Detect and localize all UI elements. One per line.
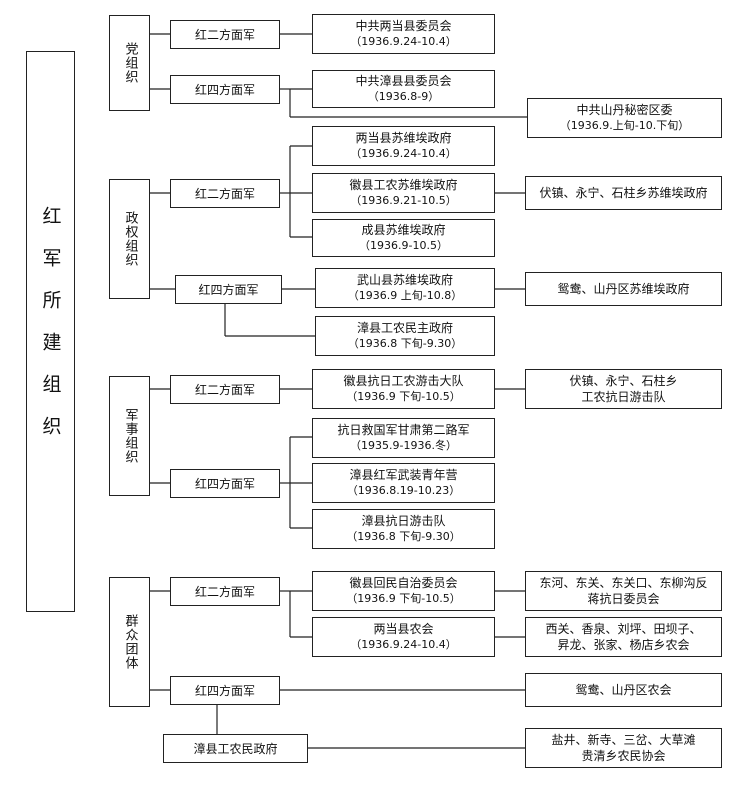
army-label: 红四方面军 [194, 82, 255, 97]
org-chengxian-soviet-government: 成县苏维埃政府 （1936.9-10.5） [312, 219, 495, 257]
org-township-guerrillas: 伏镇、永宁、石柱乡 工农抗日游击队 [525, 369, 722, 409]
army-label: 红二方面军 [194, 186, 255, 201]
army-box-government-second: 红二方面军 [170, 179, 280, 208]
org-anti-chiang-committees: 东河、东关、东关口、东柳沟反 蒋抗日委员会 [525, 571, 722, 611]
org-gansu-second-route-army: 抗日救国军甘肃第二路军 （1935.9-1936.冬） [312, 418, 495, 458]
org-huixian-soviet-government: 徽县工农苏维埃政府 （1936.9.21-10.5） [312, 173, 495, 213]
org-huixian-hui-committee: 徽县回民自治委员会 （1936.9 下旬-10.5） [312, 571, 495, 611]
root-box: 红军所建组织 [26, 51, 75, 612]
org-shandan-district-committee: 中共山丹秘密区委 （1936.9.上旬-10.下旬） [527, 98, 722, 138]
army-label: 红二方面军 [194, 27, 255, 42]
army-box-mass-second: 红二方面军 [170, 577, 280, 606]
army-box-government-fourth: 红四方面军 [175, 275, 282, 304]
army-box-military-fourth: 红四方面军 [170, 469, 280, 498]
org-wushan-soviet-government: 武山县苏维埃政府 （1936.9 上旬-10.8） [315, 268, 495, 308]
category-military: 军事组织 [109, 376, 150, 496]
army-label: 红二方面军 [194, 382, 255, 397]
army-box-military-second: 红二方面军 [170, 375, 280, 404]
category-party-label: 党组织 [122, 42, 138, 84]
root-title: 红军所建组织 [39, 205, 62, 458]
org-lidang-soviet-government: 两当县苏维埃政府 （1936.9.24-10.4） [312, 126, 495, 166]
org-zhangxian-peasants-government: 漳县工农民政府 [163, 734, 308, 763]
army-label: 红四方面军 [194, 683, 255, 698]
category-mass: 群众团体 [109, 577, 150, 707]
org-lidang-farmers-association: 两当县农会 （1936.9.24-10.4） [312, 617, 495, 657]
org-zhangxian-youth-battalion: 漳县红军武装青年营 （1936.8.19-10.23） [312, 463, 495, 503]
army-box-party-fourth: 红四方面军 [170, 75, 280, 104]
org-yuanyang-shandan-soviets: 鸳鸯、山丹区苏维埃政府 [525, 272, 722, 306]
org-huixian-guerrilla-brigade: 徽县抗日工农游击大队 （1936.9 下旬-10.5） [312, 369, 495, 409]
org-yanjing-peasants-association: 盐井、新寺、三岔、大草滩 贵清乡农民协会 [525, 728, 722, 768]
army-label: 红四方面军 [194, 476, 255, 491]
army-box-party-second: 红二方面军 [170, 20, 280, 49]
army-label: 红二方面军 [194, 584, 255, 599]
org-zhangxian-democratic-government: 漳县工农民主政府 （1936.8 下旬-9.30） [315, 316, 495, 356]
category-mass-label: 群众团体 [122, 614, 138, 670]
org-zhangxian-party-committee: 中共漳县县委员会 （1936.8-9） [312, 70, 495, 108]
army-label: 红四方面军 [198, 282, 259, 297]
category-government: 政权组织 [109, 179, 150, 299]
army-box-mass-fourth: 红四方面军 [170, 676, 280, 705]
org-huixian-township-soviets: 伏镇、永宁、石柱乡苏维埃政府 [525, 176, 722, 210]
category-government-label: 政权组织 [122, 211, 138, 267]
org-zhangxian-guerrilla-unit: 漳县抗日游击队 （1936.8 下旬-9.30） [312, 509, 495, 549]
org-lidang-party-committee: 中共两当县委员会 （1936.9.24-10.4） [312, 14, 495, 54]
category-military-label: 军事组织 [122, 408, 138, 464]
category-party: 党组织 [109, 15, 150, 111]
org-township-farmers-associations: 西关、香泉、刘坪、田坝子、 昇龙、张家、杨店乡农会 [525, 617, 722, 657]
org-yuanyang-shandan-farmers: 鸳鸯、山丹区农会 [525, 673, 722, 707]
